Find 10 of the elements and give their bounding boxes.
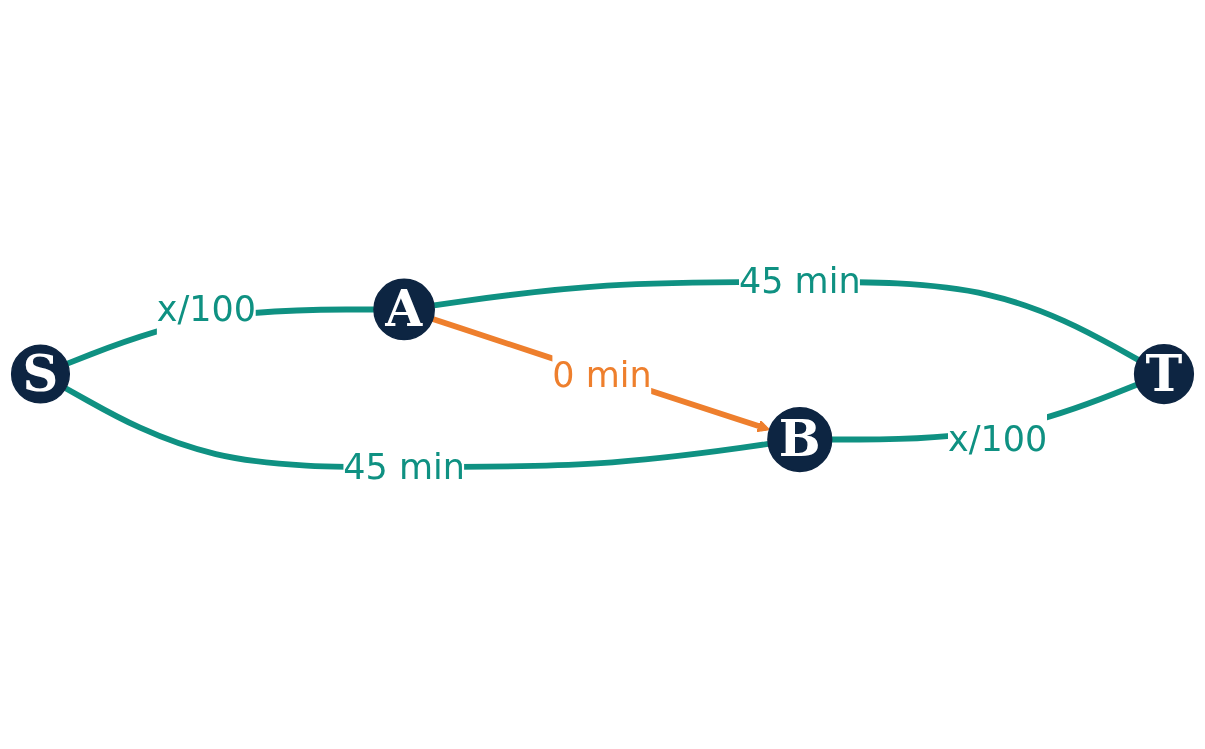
node-circle: S [10,344,71,404]
edge-label: x/100 [947,419,1048,460]
edge-label: 45 min [739,261,861,303]
edge-label: x/100 [156,289,256,330]
arrow [431,316,771,433]
node-circle: A [373,278,435,341]
node-circle: T [1133,343,1195,405]
edge-label: 0 min [552,354,652,396]
node-circle: B [767,406,833,473]
edge-label: 45 min [343,446,465,488]
